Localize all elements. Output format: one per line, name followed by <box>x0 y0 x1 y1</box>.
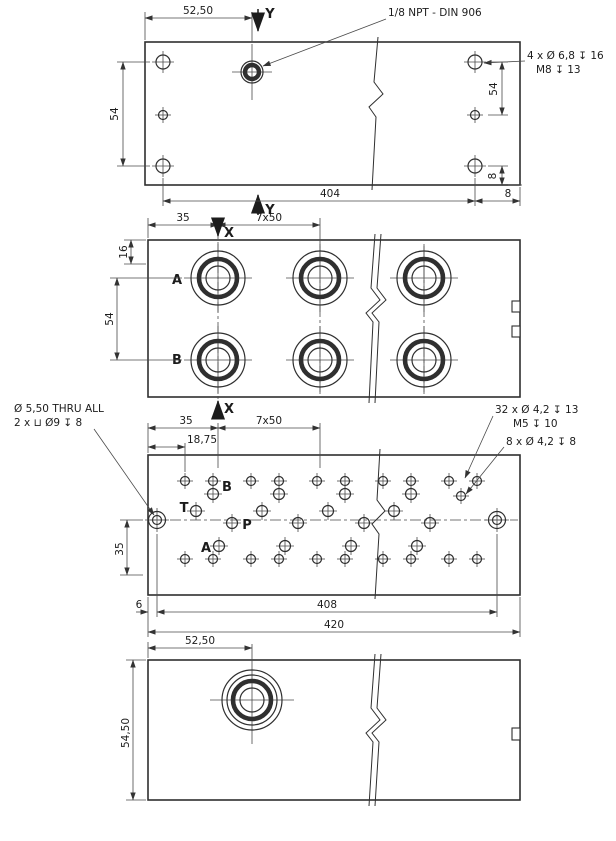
front-view: A B 35 7x50 X X 16 54 <box>104 212 521 420</box>
port-a-label-face: A <box>201 541 211 556</box>
dim-8-right: 8 <box>487 173 499 180</box>
port-b-label-face: B <box>222 480 232 495</box>
dim-54-50: 54,50 <box>120 718 132 748</box>
dim-16: 16 <box>118 245 130 259</box>
side-notch <box>511 300 521 313</box>
cbore-leader <box>93 428 155 516</box>
dim-35-face-top: 35 <box>179 415 192 427</box>
dim-52-50-bottom: 52,50 <box>185 635 215 647</box>
ab-ports <box>184 244 458 394</box>
section-label-y-bottom: Y <box>264 203 275 218</box>
section-label-y-top: Y <box>264 7 275 22</box>
port-b-label: B <box>172 353 182 368</box>
mounting-face-view: T B P A 35 7x50 18,75 Ø 5,50 THRU ALL 2 … <box>14 403 578 637</box>
corner-holes-note-1: 4 x Ø 6,8 ↧ 16 <box>527 50 604 62</box>
dim-18-75: 18,75 <box>187 434 217 446</box>
corner-holes-note-2: M8 ↧ 13 <box>536 64 581 76</box>
pin-leader <box>465 446 505 495</box>
npt-note: 1/8 NPT - DIN 906 <box>388 7 482 19</box>
port-t-label: T <box>180 501 189 516</box>
bottom-port <box>210 644 294 744</box>
port-p-label: P <box>242 518 252 533</box>
dim-7x50-face: 7x50 <box>256 415 282 427</box>
m5-leader <box>464 415 494 479</box>
dim-6: 6 <box>136 599 143 611</box>
m5-note-1: 32 x Ø 4,2 ↧ 13 <box>495 404 578 416</box>
port-a-label: A <box>172 273 182 288</box>
dim-54-right: 54 <box>488 82 500 96</box>
dim-54-front: 54 <box>104 312 116 326</box>
dim-35-face-left: 35 <box>114 542 126 555</box>
dim-420: 420 <box>324 619 344 631</box>
top-view-holes <box>151 50 487 178</box>
dim-7x50-front: 7x50 <box>256 212 282 224</box>
dim-404: 404 <box>320 188 340 200</box>
bottom-view: 52,50 54,50 <box>120 635 521 807</box>
dim-408: 408 <box>317 599 337 611</box>
npt-port <box>232 44 272 100</box>
side-notch <box>511 325 521 338</box>
dim-52-50-top: 52,50 <box>183 5 213 17</box>
section-label-x-bottom: X <box>224 402 234 417</box>
cbore-note-2: 2 x ⊔ Ø9 ↧ 8 <box>14 417 82 429</box>
top-view: 52,50 Y Y 1/8 NPT - DIN 906 4 x Ø 6,8 ↧ … <box>109 5 604 218</box>
section-label-x-top: X <box>224 226 234 241</box>
side-notch <box>511 727 521 741</box>
pin-note: 8 x Ø 4,2 ↧ 8 <box>506 436 576 448</box>
dim-54-left: 54 <box>109 107 121 121</box>
dim-35-front: 35 <box>176 212 189 224</box>
cbore-note-1: Ø 5,50 THRU ALL <box>14 403 104 415</box>
npt-leader <box>262 18 387 67</box>
m5-note-2: M5 ↧ 10 <box>513 418 558 430</box>
dim-8-bottom: 8 <box>505 188 512 200</box>
